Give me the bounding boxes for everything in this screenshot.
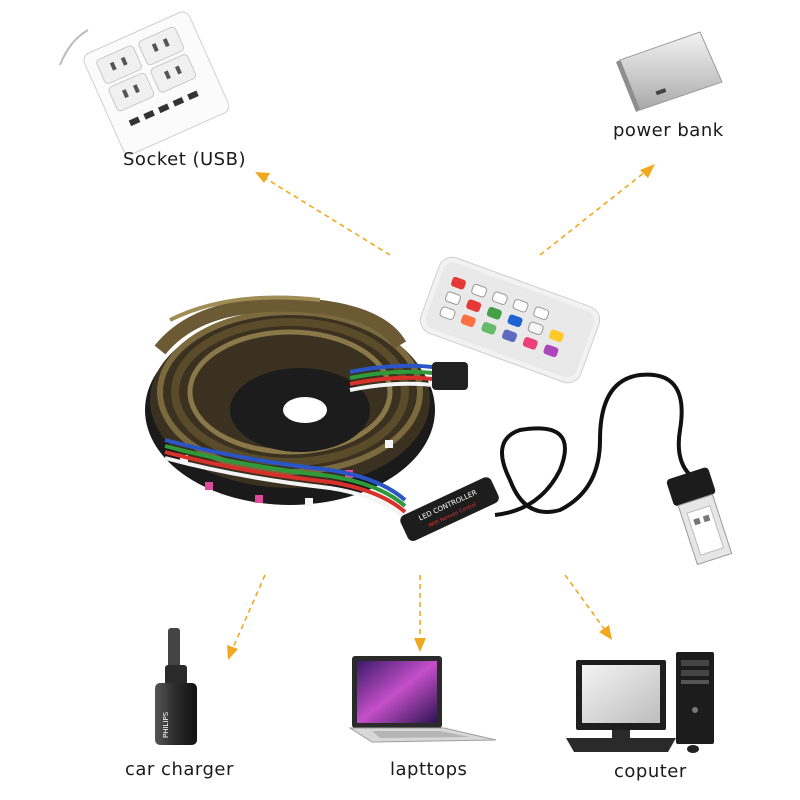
car-charger-icon: PHILIPS <box>155 628 197 745</box>
laptop-icon <box>348 656 497 743</box>
rgb-wires <box>164 363 441 520</box>
power-strip-icon <box>59 11 230 155</box>
usb-plug-icon <box>666 467 733 566</box>
car-charger-label: car charger <box>125 759 234 780</box>
laptop-label: lapttops <box>390 759 468 780</box>
led-strip-reel <box>145 295 435 506</box>
power-bank-label: power bank <box>613 120 724 141</box>
rgb-connector <box>432 362 468 390</box>
led-controller: LED CONTROLLER With Remote Control <box>400 477 499 541</box>
usb-cable <box>494 372 692 517</box>
power-bank-icon <box>616 31 723 112</box>
arrows <box>227 164 655 660</box>
socket-label: Socket (USB) <box>123 149 246 170</box>
car-charger-brand: PHILIPS <box>162 711 170 738</box>
ir-remote-icon <box>419 256 601 384</box>
computer-label: coputer <box>614 761 687 782</box>
desktop-computer-icon <box>566 652 714 753</box>
